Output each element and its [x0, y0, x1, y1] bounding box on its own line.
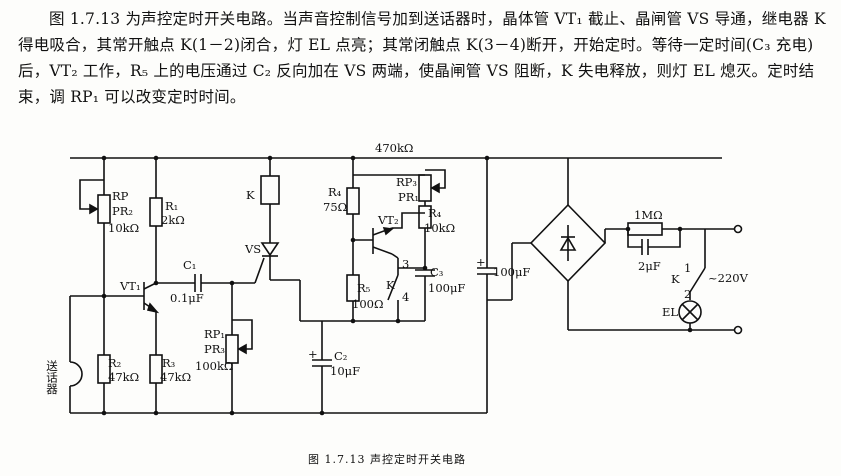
description-text: 图 1.7.13 为声控定时开关电路。当声音控制信号加到送话器时，晶体管 VT₁…	[18, 10, 826, 106]
relay-k-coil	[260, 175, 280, 205]
rp3-wiper-arrow	[430, 182, 440, 194]
rp1-name: RP₁	[204, 327, 225, 341]
k-switch-blade	[689, 267, 706, 293]
r-1m-resistor	[627, 222, 663, 236]
rp2-wiper-wire	[79, 179, 104, 210]
rp2-value: 10kΩ	[108, 221, 139, 235]
r3-name: R₃	[162, 356, 176, 370]
r1-name: R₁	[165, 199, 178, 213]
wire	[391, 253, 399, 259]
k-contact-pin3: 3	[402, 257, 409, 271]
rp1-value: 100kΩ	[195, 359, 233, 373]
r4-top-name: R₄	[328, 185, 342, 199]
r-470k-label: 470kΩ	[375, 141, 413, 155]
c1-name: C₁	[183, 258, 196, 272]
mic-label: 送话器	[45, 359, 59, 395]
ac-terminal	[733, 224, 743, 234]
wire	[627, 229, 642, 248]
rp1-sub: PR₃	[204, 342, 225, 356]
lamp-label: EL	[662, 305, 678, 319]
rp3-resistor	[418, 174, 432, 202]
c2-value: 10μF	[330, 364, 360, 378]
k-contact-pin4: 4	[402, 290, 409, 304]
c3-value: 100μF	[428, 281, 465, 295]
rp2-wiper-arrow	[89, 203, 99, 215]
k-switch-pin1: 1	[684, 261, 691, 275]
r-1m-label: 1MΩ	[634, 208, 663, 222]
lamp-cross	[681, 303, 699, 321]
junction-dot	[687, 327, 693, 333]
k-switch-label: K	[671, 272, 680, 286]
r5-name: R₅	[357, 281, 371, 295]
vs-label: VS	[244, 242, 261, 256]
r2-name: R₂	[108, 356, 121, 370]
vt1-emitter-arrow	[146, 302, 160, 314]
r2-value: 47kΩ	[108, 370, 139, 384]
r4-value: 10kΩ	[424, 221, 455, 235]
vs-gate-wire	[254, 257, 265, 284]
k-contact-blade	[387, 274, 399, 301]
r1-value: 2kΩ	[161, 213, 185, 227]
ac-voltage-label: ~220V	[708, 271, 749, 285]
k-contact-label: K	[386, 278, 395, 292]
microphone-icon	[69, 361, 83, 387]
c3-name: C₃	[430, 265, 444, 279]
rp1-wiper-arrow	[237, 343, 247, 355]
rp3-name: RP₃	[396, 175, 417, 189]
ac-terminal	[733, 325, 743, 335]
vt2-label: VT₂	[377, 213, 399, 227]
r4-name: R₄	[428, 206, 442, 220]
c-2u-label: 2μF	[638, 259, 661, 273]
r4-75-resistor	[346, 187, 360, 215]
c1-value: 0.1μF	[170, 291, 204, 305]
c4-plus: +	[476, 255, 486, 269]
relay-k-label: K	[246, 188, 255, 202]
r3-value: 47kΩ	[160, 370, 191, 384]
k-switch-pin2: 2	[684, 287, 691, 301]
r5-value: 100Ω	[352, 297, 384, 311]
c2-name: C₂	[334, 349, 347, 363]
rp3-sub: PR₁	[398, 190, 419, 204]
vt1-label: VT₁	[119, 279, 141, 293]
r4-top-value: 75Ω	[323, 200, 347, 214]
vt2-collector	[372, 246, 393, 255]
rp2-resistor	[97, 194, 111, 224]
junction-dot	[350, 318, 356, 324]
rp2-sub: PR₂	[112, 204, 133, 218]
wire	[392, 212, 425, 229]
rp2-name: RP	[112, 189, 129, 203]
vs-thyristor	[260, 242, 280, 257]
c2-plus: +	[308, 347, 318, 361]
wire	[648, 229, 681, 248]
rp3-wiper-wire	[425, 169, 446, 189]
vt2-emitter-arrow	[382, 227, 394, 236]
figure-caption: 图 1.7.13 声控定时开关电路	[308, 452, 466, 466]
